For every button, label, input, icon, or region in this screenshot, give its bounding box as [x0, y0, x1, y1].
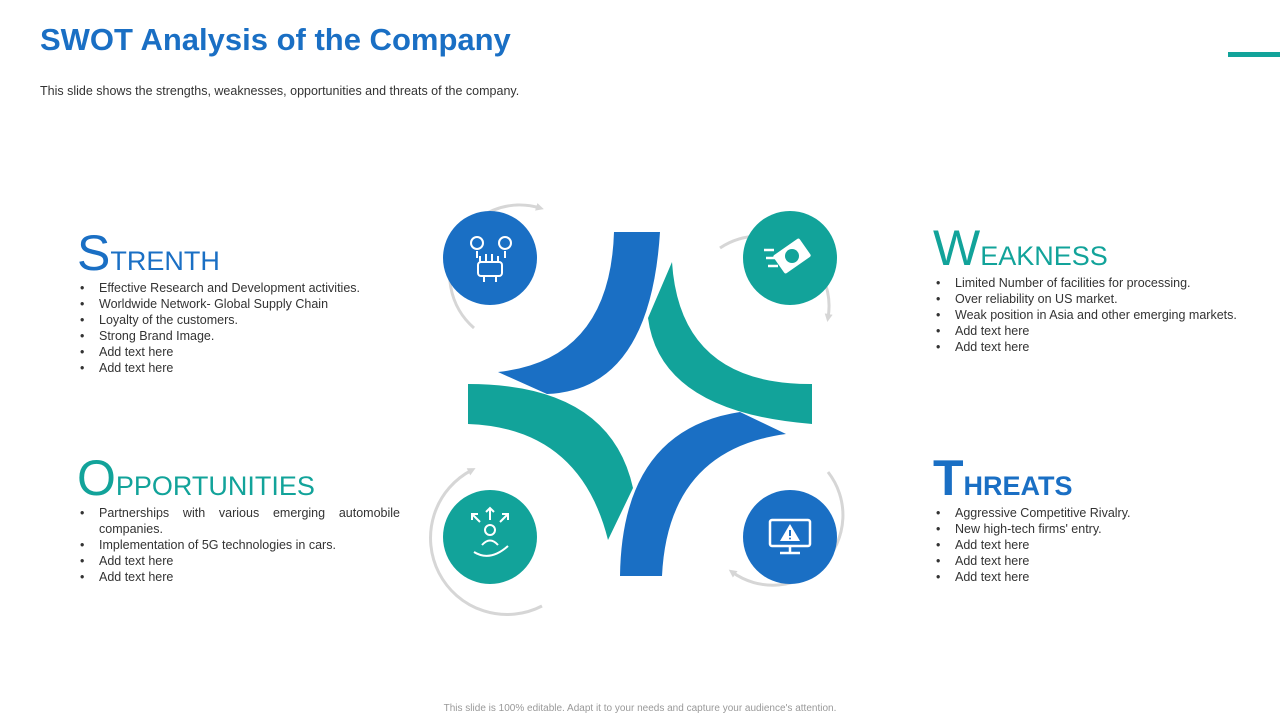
- strength-circle: [443, 211, 537, 305]
- opportunities-initial: O: [77, 450, 116, 506]
- opportunities-circle: [443, 490, 537, 584]
- opportunities-section: OPPORTUNITIES Partnerships with various …: [77, 453, 400, 585]
- list-item: Add text here: [77, 344, 407, 360]
- strength-list: Effective Research and Development activ…: [77, 280, 407, 376]
- opportunities-list: Partnerships with various emerging autom…: [77, 505, 400, 585]
- list-item: Limited Number of facilities for process…: [933, 275, 1263, 291]
- footer-note: This slide is 100% editable. Adapt it to…: [443, 703, 837, 714]
- star-arc-bottom-right: [620, 412, 786, 576]
- ring-arc-bottom-left: [429, 468, 543, 616]
- list-item: Add text here: [933, 537, 1263, 553]
- page-subtitle: This slide shows the strengths, weakness…: [40, 84, 520, 98]
- threats-heading: THREATS: [933, 453, 1263, 503]
- list-item: Add text here: [933, 323, 1263, 339]
- star-arc-left: [468, 384, 633, 540]
- list-item: Add text here: [933, 569, 1263, 585]
- weakness-heading-rest: EAKNESS: [980, 241, 1108, 271]
- strength-initial: S: [77, 225, 111, 281]
- star-arc-top-right: [648, 262, 812, 424]
- list-item: Add text here: [933, 339, 1263, 355]
- list-item: Weak position in Asia and other emerging…: [933, 307, 1263, 323]
- weakness-heading: WEAKNESS: [933, 223, 1263, 273]
- opportunities-heading-rest: PPORTUNITIES: [115, 471, 315, 501]
- strength-heading-rest: TRENTH: [110, 246, 220, 276]
- monitor-warning-icon: [768, 518, 812, 555]
- list-item: Aggressive Competitive Rivalry.: [933, 505, 1263, 521]
- weakness-initial: W: [933, 220, 981, 276]
- list-item: Over reliability on US market.: [933, 291, 1263, 307]
- threats-heading-rest: HREATS: [963, 471, 1073, 501]
- threats-section: THREATS Aggressive Competitive Rivalry. …: [933, 453, 1263, 585]
- weakness-section: WEAKNESS Limited Number of facilities fo…: [933, 223, 1263, 355]
- list-item: Strong Brand Image.: [77, 328, 407, 344]
- star-arc-top-left: [498, 232, 660, 394]
- list-item: Effective Research and Development activ…: [77, 280, 407, 296]
- list-item: New high-tech firms' entry.: [933, 521, 1263, 537]
- list-item: Add text here: [77, 569, 400, 585]
- list-item: Implementation of 5G technologies in car…: [77, 537, 400, 553]
- strength-heading: STRENTH: [77, 228, 407, 278]
- strength-section: STRENTH Effective Research and Developme…: [77, 228, 407, 376]
- list-item: Add text here: [77, 553, 400, 569]
- list-item: Loyalty of the customers.: [77, 312, 407, 328]
- list-item: Partnerships with various emerging autom…: [77, 505, 400, 537]
- list-item: Worldwide Network- Global Supply Chain: [77, 296, 407, 312]
- list-item: Add text here: [77, 360, 407, 376]
- person-arrows-icon: [471, 506, 509, 557]
- weakness-list: Limited Number of facilities for process…: [933, 275, 1263, 355]
- threats-list: Aggressive Competitive Rivalry. New high…: [933, 505, 1263, 585]
- page-title: SWOT Analysis of the Company: [40, 22, 511, 57]
- hand-money-icon: [470, 236, 512, 282]
- list-item: Add text here: [933, 553, 1263, 569]
- threats-initial: T: [933, 450, 964, 506]
- accent-bar: [1228, 52, 1280, 57]
- center-star-shape: [468, 232, 812, 576]
- flying-money-icon: [764, 238, 811, 274]
- opportunities-heading: OPPORTUNITIES: [77, 453, 400, 503]
